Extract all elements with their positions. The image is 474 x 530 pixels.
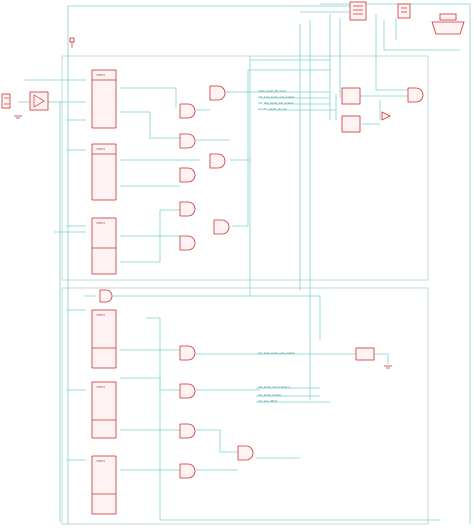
and-gate-u8a: [179, 235, 196, 251]
flipflop-ic-u2: 74HC74: [91, 143, 117, 201]
or-gate-u12a: [237, 445, 254, 461]
power-flag: [69, 37, 75, 48]
logic-block-u9: [341, 87, 361, 105]
and-gate-u7a: [179, 103, 196, 119]
svg-text:74HC74: 74HC74: [96, 386, 105, 389]
header-connector-j2: [349, 1, 367, 21]
and-gate-u11a: [179, 345, 196, 361]
flipflop-ic-u5: 74HC74: [91, 381, 117, 439]
flipflop-ic-u1: 74HC74: [91, 69, 117, 129]
and-gate-u11c: [179, 423, 196, 439]
and-gate-u11d: [179, 463, 196, 479]
flipflop-ic-u6: 74HC74: [91, 455, 117, 515]
net-label-bottom-0: /clk_slow_serial_and_enable: [258, 351, 295, 355]
flipflop-ic-u3: 74HC74: [91, 217, 117, 275]
svg-text:74HC74: 74HC74: [96, 222, 105, 225]
and-gate-u11b: [179, 383, 196, 399]
header-connector-j3: [397, 3, 411, 19]
svg-text:74HC74: 74HC74: [96, 74, 105, 77]
or-gate-u8b: [209, 85, 226, 101]
svg-text:74HC74: 74HC74: [96, 314, 105, 317]
db-connector-j4: [431, 13, 465, 35]
buffer-gate-top-lower: [99, 289, 113, 303]
and-gate-u7d: [179, 201, 196, 217]
or-gate-out: [407, 87, 424, 103]
net-labels-top: /data_serial_dff_input /clk_slow_serial_…: [258, 89, 295, 111]
lower-sheet-border: [61, 287, 429, 525]
flipflop-ic-u4: 74HC74: [91, 309, 117, 369]
net-label-top-0: /data_serial_dff_input: [258, 89, 286, 93]
ground-symbol: [14, 115, 22, 119]
upper-sheet-border: [61, 55, 429, 281]
net-label-top-2: /clk_fast_serial_and_enable: [258, 101, 294, 105]
inverter-out: [381, 111, 391, 121]
net-label-bottom-2: /clk_serial_enable: [258, 393, 281, 397]
svg-text:74HC74: 74HC74: [96, 460, 105, 463]
net-label-top-1: /clk_slow_serial_and_enable: [258, 95, 295, 99]
or-gate-u8c: [209, 153, 226, 169]
ground-symbol-lower: [384, 365, 392, 369]
or-gate-u8d: [213, 219, 230, 235]
and-gate-u7c: [179, 167, 196, 183]
net-labels-bottom: /clk_slow_serial_and_enable /clk_serial_…: [258, 351, 295, 403]
input-connector-j1: [1, 93, 11, 109]
logic-block-u10: [341, 115, 361, 133]
input-buffer: [29, 91, 49, 111]
svg-text:74HC74: 74HC74: [96, 148, 105, 151]
wire-network: [18, 3, 471, 524]
net-label-bottom-1: /clk_serial_and_enable_s: [258, 385, 290, 389]
net-label-top-3: /enable_serial_clk_out: [258, 107, 287, 111]
net-label-bottom-3: /clk_ena_dff_bl: [258, 399, 277, 403]
and-gate-u7b: [179, 133, 196, 149]
logic-block-u13: [355, 347, 375, 361]
